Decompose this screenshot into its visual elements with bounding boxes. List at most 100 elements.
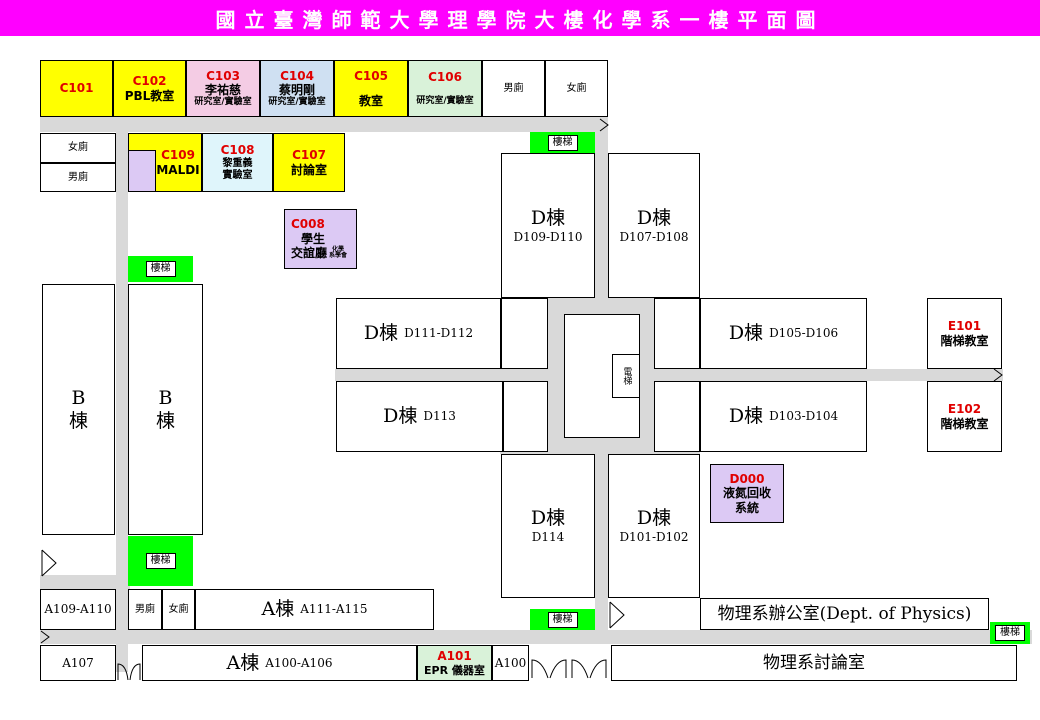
block-d111-annex [501,298,548,369]
stairs-label: 樓梯 [145,261,176,277]
block-d101[interactable]: D棟 D101-D102 [608,454,700,598]
restroom-women-west[interactable]: 女廁 [40,133,116,163]
restroom-label: 男廁 [135,603,155,615]
physics-discussion[interactable]: 物理系討論室 [611,645,1017,681]
page-title: 國立臺灣師範大學理學院大樓化學系一樓平面圖 [0,0,1040,36]
stairs-east[interactable]: 樓梯 [990,622,1030,644]
block-a111[interactable]: A棟 A111-A115 [195,589,434,630]
block-a109[interactable]: A109-A110 [40,589,116,630]
corridor-central-v3 [640,298,654,454]
building-label: D棟 [363,322,399,345]
corridor-south [40,630,1032,644]
room-code: C107 [292,148,326,163]
stairs-label: 樓梯 [547,134,578,151]
building-label: D棟 [728,405,764,428]
room-tag: 系學會 [329,252,348,260]
room-code: C108 [220,143,255,158]
room-c008[interactable]: C008 學生 交誼廳 化學 系學會 [284,209,357,269]
block-d111[interactable]: D棟 D111-D112 [336,298,501,369]
block-a107[interactable]: A107 [40,645,116,681]
restroom-women-north[interactable]: 女廁 [545,60,608,117]
elevator-label: 電梯 [621,367,632,385]
elevator[interactable]: 電梯 [612,354,640,398]
block-d103[interactable]: D棟 D103-D104 [700,381,867,452]
stairs-west-lower[interactable]: 樓梯 [128,536,193,586]
room-name: 階梯教室 [940,416,989,431]
building-label: D棟 [636,206,672,229]
block-d105-annex [654,298,700,369]
block-d113-annex [503,381,548,452]
room-code: C102 [132,74,167,89]
room-sub: 研究室/實驗室 [416,96,474,107]
room-c105[interactable]: C105 教室 [334,60,408,117]
block-a100[interactable]: A棟 A100-A106 [142,645,417,681]
corridor-sw [40,575,130,589]
door-icon [531,659,607,679]
block-range: D111-D112 [404,326,474,341]
door-icon [41,549,57,577]
room-c109-annex [128,150,156,192]
restroom-women-a[interactable]: 女廁 [162,589,195,630]
room-c103[interactable]: C103 李祐慈 研究室/實驗室 [186,60,260,117]
restroom-men-west[interactable]: 男廁 [40,163,116,192]
room-c102[interactable]: C102 PBL教室 [113,60,186,117]
building-label: B [158,386,173,409]
block-d107[interactable]: D棟 D107-D108 [608,153,700,298]
block-range: D107-D108 [619,229,689,244]
block-range: D114 [531,530,565,545]
block-d109[interactable]: D棟 D109-D110 [501,153,595,298]
physics-office[interactable]: 物理系辦公室(Dept. of Physics) [700,598,989,630]
room-code: C109 [161,148,195,163]
corridor-north [40,116,608,132]
stairs-west-upper[interactable]: 樓梯 [128,256,193,282]
building-b-west[interactable]: B 棟 [42,284,115,535]
restroom-label: 女廁 [168,603,189,615]
room-e101[interactable]: E101 階梯教室 [927,298,1002,369]
room-code: C008 [291,217,325,232]
room-a101[interactable]: A101 EPR 儀器室 [417,645,492,681]
building-label: 棟 [68,409,88,432]
room-d000[interactable]: D000 液氮回收 系統 [710,464,784,523]
block-range: A100-A106 [265,655,333,670]
stairs-south[interactable]: 樓梯 [530,609,595,630]
block-range: A111-A115 [300,602,368,617]
room-c104[interactable]: C104 蔡明剛 研究室/實驗室 [260,60,334,117]
restroom-men-a[interactable]: 男廁 [128,589,162,630]
room-c107[interactable]: C107 討論室 [273,133,345,192]
building-label: D棟 [530,507,566,530]
building-label: B [71,386,86,409]
block-range: A107 [62,655,94,670]
block-range: A100 [494,656,527,670]
room-name: 液氮回收 [722,486,771,501]
room-c101[interactable]: C101 [40,60,113,117]
room-e102[interactable]: E102 階梯教室 [927,381,1002,452]
room-name: 交誼廳 [291,246,328,261]
room-sub: 研究室/實驗室 [268,97,326,108]
room-c108[interactable]: C108 黎重義 實驗室 [202,133,273,192]
room-c106[interactable]: C106 研究室/實驗室 [408,60,482,117]
room-name: 蔡明剛 [278,83,315,98]
room-sub: 研究室/實驗室 [194,97,252,108]
block-a100-small[interactable]: A100 [492,645,529,681]
stairs-label: 樓梯 [145,553,176,569]
block-range: A109-A110 [44,602,112,617]
restroom-label: 男廁 [503,82,524,94]
building-label: 棟 [155,409,175,432]
block-range: D109-D110 [513,229,583,244]
room-code: C106 [428,69,462,84]
building-b-east[interactable]: B 棟 [128,284,203,535]
block-d114[interactable]: D棟 D114 [501,454,595,598]
restroom-men-north[interactable]: 男廁 [482,60,545,117]
stairs-label: 樓梯 [547,611,578,628]
block-d105[interactable]: D棟 D105-D106 [700,298,867,369]
room-name: 討論室 [290,162,327,177]
physics-office-label: 物理系辦公室(Dept. of Physics) [717,603,972,624]
room-name: MALDI [156,162,200,177]
block-d113[interactable]: D棟 D113 [336,381,503,452]
building-label: D棟 [636,507,672,530]
stairs-label: 樓梯 [995,625,1025,641]
room-c109[interactable]: C109 MALDI [128,133,202,192]
stairs-north[interactable]: 樓梯 [530,132,595,153]
room-code: C103 [206,68,240,83]
room-name: 學生 [301,231,326,246]
